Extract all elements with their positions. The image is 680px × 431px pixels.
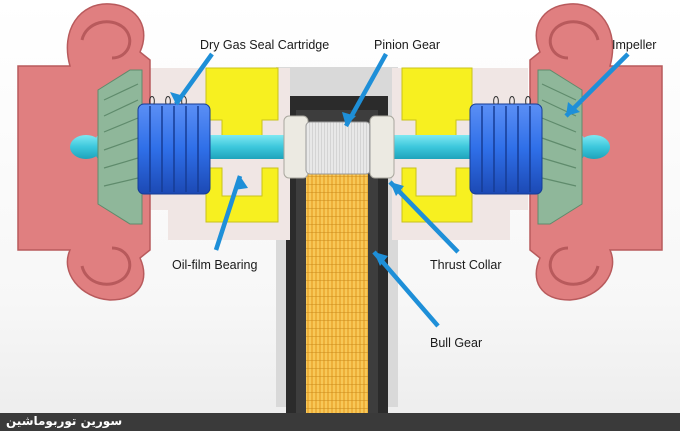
label-dry-gas-seal: Dry Gas Seal Cartridge xyxy=(200,38,330,52)
impeller-left xyxy=(97,69,143,225)
bull-gear-shape xyxy=(306,170,368,414)
casing-right-scroll-bottom xyxy=(548,246,600,286)
label-pinion-gear: Pinion Gear xyxy=(374,38,441,52)
leader-impeller xyxy=(564,52,630,118)
impeller-right xyxy=(537,69,583,225)
thrust-collar-right xyxy=(369,115,395,179)
leader-oil-film-bearing xyxy=(213,175,248,251)
leader-pinion-gear xyxy=(342,52,388,128)
thrust-collar-left xyxy=(283,115,309,179)
casing-left-scroll-bottom xyxy=(80,246,132,286)
watermark-text: سورین توربوماشین xyxy=(6,414,123,428)
watermark-bar: سورین توربوماشین xyxy=(0,413,680,431)
leader-bull-gear xyxy=(372,250,440,328)
casing-left-scroll-top xyxy=(80,20,132,60)
dry-gas-seal-left xyxy=(137,96,211,195)
leader-dry-gas-seal xyxy=(170,52,214,106)
dry-gas-seal-right xyxy=(469,96,543,195)
pinion-gear-shape xyxy=(305,121,371,175)
label-bull-gear: Bull Gear xyxy=(430,336,483,350)
leader-thrust-collar xyxy=(388,180,460,254)
shaft-nose-right xyxy=(578,135,610,159)
casing-right-scroll-top xyxy=(548,20,600,60)
label-thrust-collar: Thrust Collar xyxy=(430,258,502,272)
label-oil-film-bearing: Oil-film Bearing xyxy=(172,258,258,272)
label-impeller: Impeller xyxy=(612,38,657,52)
shaft-nose-left xyxy=(70,135,102,159)
